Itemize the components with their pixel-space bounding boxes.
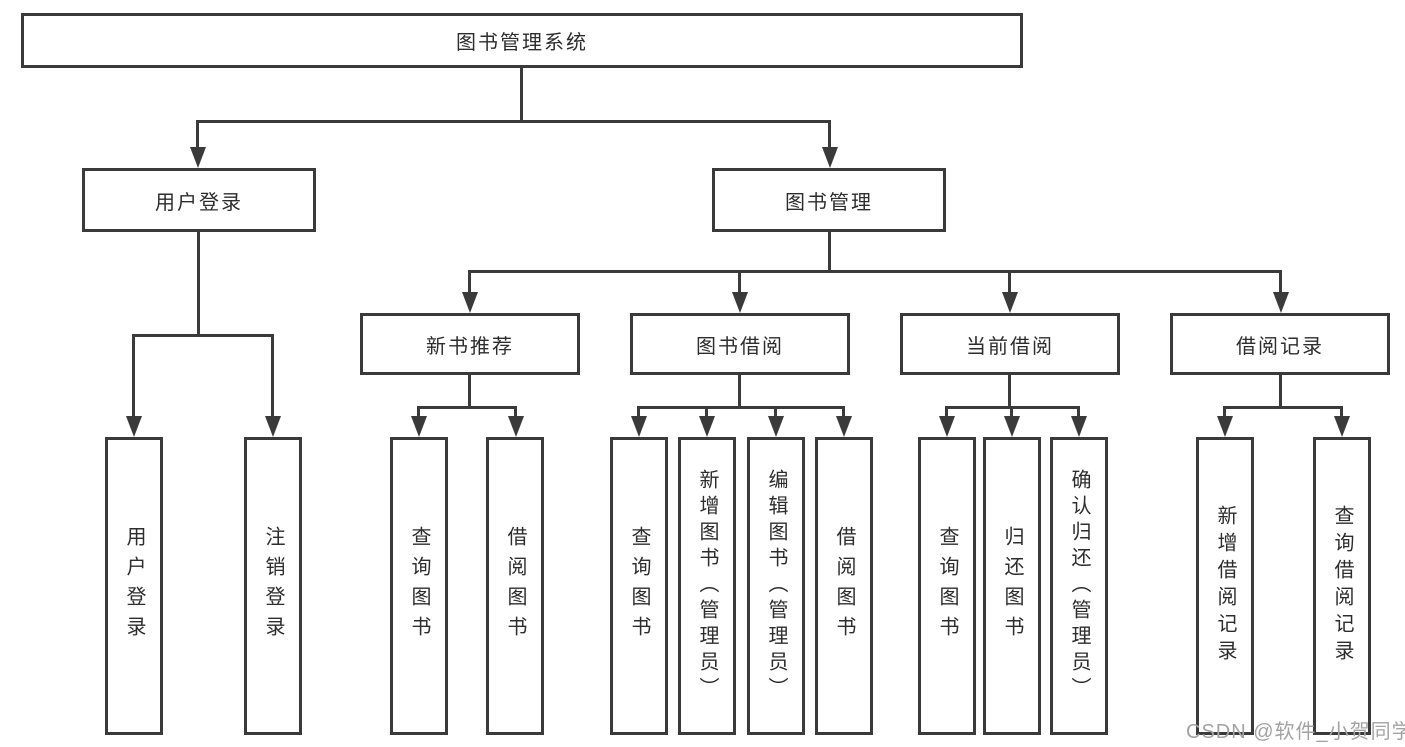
connector-borrow-stem	[738, 375, 741, 409]
arrowhead-borrow-borrow	[836, 416, 852, 437]
connector-drop-user-login	[196, 120, 199, 148]
arrowhead-leaf-logout	[265, 416, 281, 437]
leaf-record-query: 查询借阅记录	[1313, 437, 1371, 735]
connector-level3-horizontal	[468, 270, 1282, 273]
connector-drop-current-borrow	[1008, 270, 1011, 292]
connector-recommend-stem	[468, 375, 471, 409]
connector-drop-borrow-edit	[774, 406, 777, 418]
connector-drop-borrow-record	[1279, 270, 1282, 292]
node-current-borrow: 当前借阅	[900, 313, 1120, 375]
arrowhead-borrow-edit	[768, 416, 784, 437]
node-book-borrow: 图书借阅	[630, 313, 850, 375]
arrowhead-recommend-query	[411, 416, 427, 437]
connector-drop-recommend-borrow	[514, 406, 517, 418]
connector-drop-book-borrow	[738, 270, 741, 292]
connector-level1-horizontal	[196, 120, 831, 123]
arrowhead-leaf-user-login	[126, 416, 142, 437]
node-library-management-system: 图书管理系统	[21, 13, 1023, 68]
leaf-borrow-edit-book-admin: 编辑图书（管理员）	[747, 437, 805, 735]
csdn-watermark: CSDN @软件_小贺同学	[1186, 721, 1405, 743]
arrowhead-user-login	[190, 147, 206, 168]
connector-recommend-horizontal	[417, 406, 517, 409]
arrowhead-recommend-borrow	[508, 416, 524, 437]
leaf-user-login: 用户登录	[105, 437, 163, 735]
connector-record-stem	[1279, 375, 1282, 409]
leaf-borrow-query-book: 查询图书	[610, 437, 668, 735]
leaf-record-add: 新增借阅记录	[1196, 437, 1254, 735]
connector-drop-leaf-user-login	[132, 334, 135, 416]
connector-record-horizontal	[1223, 406, 1343, 409]
connector-drop-borrow-add	[705, 406, 708, 418]
connector-book-management-stem	[828, 232, 831, 273]
arrowhead-borrow-record	[1273, 292, 1289, 313]
arrowhead-current-confirm	[1071, 416, 1087, 437]
leaf-borrow-borrow-book: 借阅图书	[815, 437, 873, 735]
arrowhead-record-query	[1334, 416, 1350, 437]
arrowhead-book-borrow	[732, 292, 748, 313]
leaf-recommend-borrow-book: 借阅图书	[486, 437, 544, 735]
connector-drop-borrow-query	[637, 406, 640, 418]
arrowhead-current-query	[939, 416, 955, 437]
connector-drop-record-add	[1223, 406, 1226, 418]
leaf-current-query-book: 查询图书	[918, 437, 976, 735]
connector-drop-book-management	[828, 120, 831, 148]
connector-drop-record-query	[1340, 406, 1343, 418]
connector-current-stem	[1008, 375, 1011, 409]
node-borrow-record: 借阅记录	[1170, 313, 1390, 375]
node-book-management: 图书管理	[712, 168, 946, 232]
connector-user-login-horizontal	[132, 334, 274, 337]
connector-user-login-stem	[197, 232, 200, 336]
connector-borrow-horizontal	[637, 406, 845, 409]
leaf-current-confirm-return-admin: 确认归还（管理员）	[1050, 437, 1108, 735]
connector-drop-leaf-logout	[271, 334, 274, 416]
leaf-borrow-add-book-admin: 新增图书（管理员）	[678, 437, 736, 735]
connector-drop-recommend-query	[417, 406, 420, 418]
arrowhead-record-add	[1217, 416, 1233, 437]
leaf-recommend-query-book: 查询图书	[390, 437, 448, 735]
connector-drop-current-confirm	[1077, 406, 1080, 418]
connector-root-stem	[520, 68, 523, 123]
arrowhead-current-return	[1004, 416, 1020, 437]
arrowhead-borrow-add	[699, 416, 715, 437]
leaf-current-return-book: 归还图书	[983, 437, 1041, 735]
connector-drop-current-query	[945, 406, 948, 418]
arrowhead-current-borrow	[1002, 292, 1018, 313]
node-new-book-recommend: 新书推荐	[360, 313, 580, 375]
arrowhead-new-book-recommend	[462, 292, 478, 313]
arrowhead-book-management	[822, 147, 838, 168]
node-user-login: 用户登录	[82, 168, 316, 232]
connector-drop-current-return	[1010, 406, 1013, 418]
connector-drop-new-book-recommend	[468, 270, 471, 292]
leaf-logout: 注销登录	[244, 437, 302, 735]
arrowhead-borrow-query	[631, 416, 647, 437]
connector-drop-borrow-borrow	[842, 406, 845, 418]
